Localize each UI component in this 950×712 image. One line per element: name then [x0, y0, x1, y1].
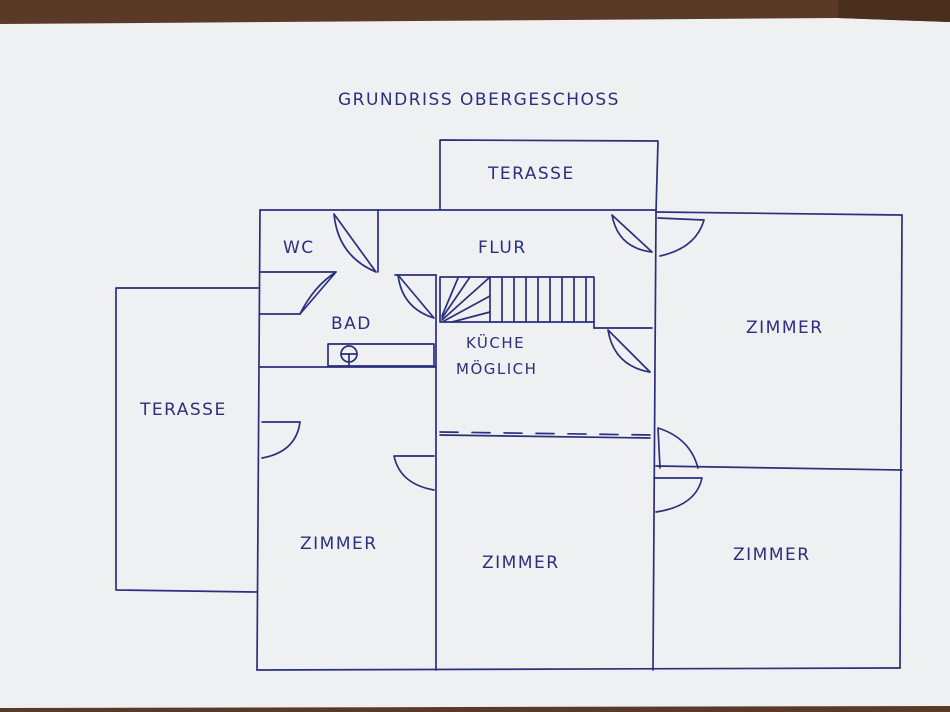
door-room-center: [393, 455, 435, 491]
kitchen-dashed-boundary: [439, 431, 651, 436]
wall-south: [256, 667, 901, 671]
door-room-left: [261, 421, 301, 459]
wall-center-right: [652, 211, 657, 671]
label-wc: WC: [283, 238, 315, 258]
paper-sheet: [0, 18, 950, 708]
door-bath: [397, 274, 435, 319]
label-terrace-top: TERASSE: [488, 164, 575, 184]
label-kitchen-line2: MÖGLICH: [456, 360, 538, 378]
wall-west: [256, 209, 261, 671]
label-room-right-bottom: ZIMMER: [733, 545, 811, 565]
door-room-right-top: [657, 217, 705, 257]
door-bath-inner: [299, 271, 337, 315]
door-kitchen: [607, 329, 651, 373]
staircase: [439, 276, 595, 323]
wall-north-right: [655, 211, 903, 216]
label-bath: BAD: [331, 314, 372, 334]
label-room-center: ZIMMER: [482, 553, 560, 573]
door-room-right-bottom: [653, 477, 703, 513]
terrace-left-outline: [115, 287, 259, 593]
bathtub: [327, 343, 435, 367]
label-room-right-top: ZIMMER: [746, 318, 824, 338]
label-terrace-left: TERASSE: [140, 400, 227, 420]
label-hall: FLUR: [478, 238, 527, 258]
terrace-top-outline: [439, 139, 659, 213]
plan-title: GRUNDRISS OBERGESCHOSS: [338, 90, 620, 110]
wall-east: [899, 214, 903, 669]
door-hall: [611, 214, 653, 253]
label-room-left: ZIMMER: [300, 534, 378, 554]
label-kitchen-line1: KÜCHE: [466, 334, 526, 352]
door-wc: [333, 213, 377, 273]
door-room-right-top-2: [657, 427, 699, 469]
